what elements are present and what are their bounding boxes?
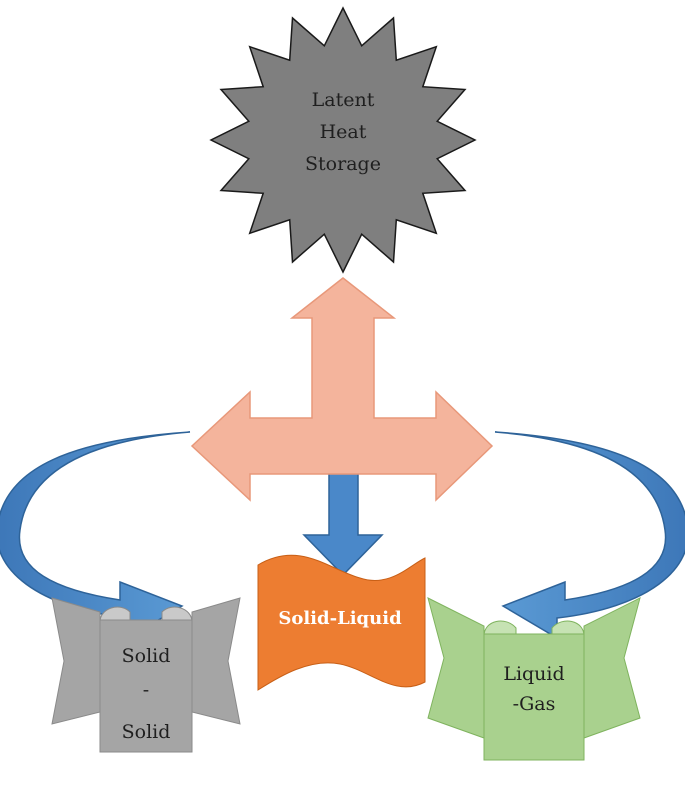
- solid-liquid-label: Solid-Liquid: [278, 608, 402, 629]
- curved-arrow-right: [494, 431, 685, 640]
- solid-solid-line-3: Solid: [122, 721, 171, 743]
- down-arrow: [302, 469, 384, 577]
- curved-arrow-left: [0, 431, 191, 640]
- liquid-gas-line-2: -Gas: [513, 693, 556, 715]
- solid-liquid-shape: Solid-Liquid: [257, 554, 426, 691]
- liquid-gas-line-1: Liquid: [503, 663, 564, 685]
- liquid-gas-shape: Liquid -Gas: [427, 597, 641, 761]
- solid-solid-line-1: Solid: [122, 645, 171, 667]
- solid-solid-shape: Solid - Solid: [51, 597, 241, 753]
- star-label-line-2: Heat: [320, 121, 367, 143]
- four-way-arrow: [190, 277, 494, 502]
- star-label-line-1: Latent: [312, 89, 375, 111]
- solid-solid-line-2: -: [143, 679, 149, 701]
- star-label-line-3: Storage: [305, 153, 381, 175]
- latent-heat-storage-star: Latent Heat Storage: [209, 6, 477, 274]
